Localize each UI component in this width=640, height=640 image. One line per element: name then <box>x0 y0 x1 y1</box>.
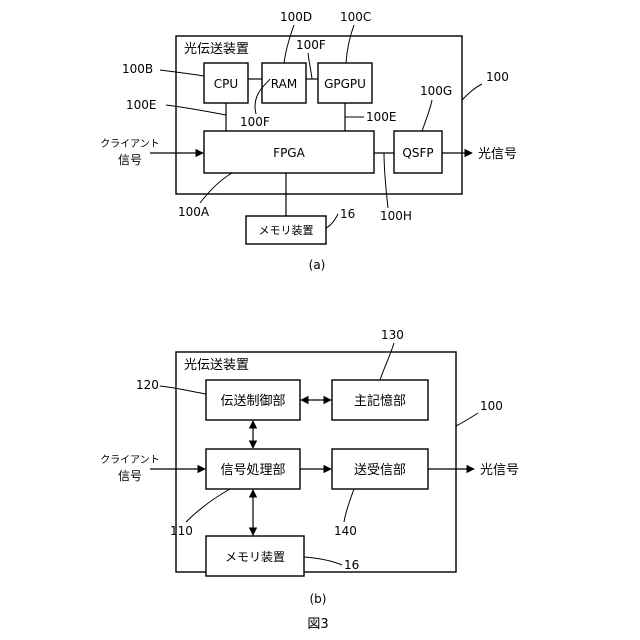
transmission-control-label: 伝送制御部 <box>220 394 285 409</box>
ref-100E-left: 100E <box>126 98 157 112</box>
leader-16-a <box>326 214 338 228</box>
ref-120: 120 <box>136 378 159 392</box>
cpu-label: CPU <box>214 77 238 91</box>
client-signal-label-b-line1: クライアント <box>100 454 160 466</box>
client-signal-label-a-line1: クライアント <box>100 138 160 150</box>
ref-100-b: 100 <box>480 399 503 413</box>
memory-device-label-b: メモリ装置 <box>225 550 285 564</box>
ref-16-a: 16 <box>340 207 355 221</box>
memory-device-label-a: メモリ装置 <box>259 224 314 237</box>
main-storage-label: 主記憶部 <box>354 393 406 409</box>
gpgpu-label: GPGPU <box>324 77 366 91</box>
device-title-b: 光伝送装置 <box>184 358 249 373</box>
ref-100B: 100B <box>122 62 153 76</box>
client-signal-label-a-line2: 信号 <box>118 153 142 167</box>
diagram-a: 光伝送装置 CPU RAM GPGPU FPGA QSFP メモリ装置 クライア… <box>100 10 517 272</box>
leader-100-b <box>456 413 478 426</box>
figure-label: 図3 <box>307 617 328 632</box>
ref-100F-mid: 100F <box>240 115 270 129</box>
client-signal-label-b-line2: 信号 <box>118 469 142 483</box>
ref-140: 140 <box>334 524 357 538</box>
transceiver-label: 送受信部 <box>354 463 406 478</box>
optical-signal-label-a: 光信号 <box>478 147 517 162</box>
caption-b: (b) <box>310 592 327 606</box>
leader-100-a <box>462 84 482 100</box>
ref-100A: 100A <box>178 205 210 219</box>
ref-100E-right: 100E <box>366 110 397 124</box>
ref-100-a: 100 <box>486 70 509 84</box>
ref-100D: 100D <box>280 10 312 24</box>
ram-label: RAM <box>271 77 297 91</box>
ref-130: 130 <box>381 328 404 342</box>
qsfp-label: QSFP <box>402 146 433 160</box>
signal-processing-label: 信号処理部 <box>220 463 285 478</box>
ref-16-b: 16 <box>344 558 359 572</box>
diagram-b: 光伝送装置 伝送制御部 主記憶部 信号処理部 送受信部 メモリ装置 クライアント… <box>100 328 519 606</box>
optical-signal-label-b: 光信号 <box>480 463 519 478</box>
ref-100F-top: 100F <box>296 38 326 52</box>
device-title-a: 光伝送装置 <box>184 42 249 57</box>
caption-a: (a) <box>309 258 326 272</box>
ref-100G: 100G <box>420 84 452 98</box>
ref-110: 110 <box>170 524 193 538</box>
ref-100C: 100C <box>340 10 371 24</box>
fpga-label: FPGA <box>273 146 305 160</box>
ref-100H: 100H <box>380 209 412 223</box>
